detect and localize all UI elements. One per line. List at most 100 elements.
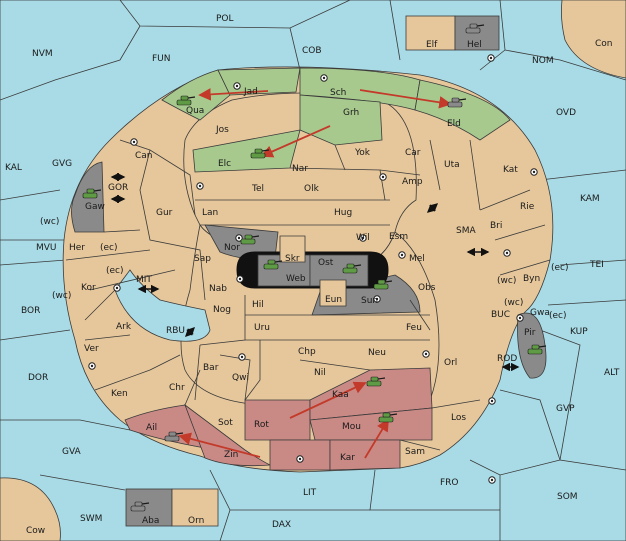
label-hil: Hil [252, 300, 264, 310]
label-sun: Sun [361, 296, 378, 306]
label-feu: Feu [406, 323, 422, 333]
label-bri: Bri [490, 221, 502, 231]
order-sch-eld [359, 89, 452, 109]
label-yok: Yok [354, 148, 371, 158]
label-rbu: RBU [166, 326, 185, 336]
label-buc: BUC [491, 310, 510, 320]
label-jos: Jos [215, 125, 229, 135]
label-con: Con [595, 39, 613, 49]
label-gwa: Gwa [530, 308, 550, 318]
label-som: SOM [557, 492, 578, 502]
territory-ost[interactable] [309, 254, 369, 287]
label-uru: Uru [254, 323, 270, 333]
label-neu: Neu [368, 348, 386, 358]
territory-kar[interactable] [269, 439, 331, 471]
label-ail: Ail [146, 423, 157, 433]
label-her-ec: (ec) [100, 243, 118, 253]
territory-eld[interactable] [414, 79, 511, 141]
label-lit: LIT [303, 488, 317, 498]
label-ver: Ver [84, 344, 99, 354]
label-mvu: MVU [36, 243, 57, 253]
label-rie: Rie [520, 202, 535, 212]
label-kal: KAL [5, 163, 22, 173]
territory-eun[interactable] [319, 279, 347, 307]
label-elc: Elc [218, 159, 231, 169]
label-aba: Aba [142, 516, 159, 526]
order-kar-mou [364, 418, 389, 459]
label-kat: Kat [503, 165, 518, 175]
label-eun: Eun [325, 295, 342, 305]
label-mel: Mel [409, 254, 425, 264]
label-byn-ec: (ec) [551, 263, 569, 273]
label-gwa-wc: (wc) [504, 298, 523, 308]
province-borders [65, 139, 551, 451]
label-qua: Qua [186, 106, 204, 116]
label-obs: Obs [418, 283, 436, 293]
label-uta: Uta [444, 160, 460, 170]
label-sam: Sam [405, 447, 425, 457]
territory-cow[interactable] [0, 477, 61, 541]
territory-elf[interactable] [405, 15, 456, 51]
label-gvg: GVG [52, 159, 72, 169]
label-nil: Nil [314, 368, 326, 378]
label-nar: Nar [292, 164, 308, 174]
label-los: Los [451, 413, 466, 423]
label-pol: POL [216, 14, 234, 24]
label-kor-ec: (ec) [106, 266, 124, 276]
label-swm: SWM [80, 514, 102, 524]
territory-skr[interactable] [279, 235, 306, 263]
label-rot: Rot [254, 420, 269, 430]
label-cow: Cow [26, 526, 45, 536]
label-orl: Orl [444, 358, 457, 368]
territory-mou[interactable] [309, 407, 433, 441]
order-rot-kaa [289, 381, 367, 419]
label-nvm: NVM [32, 49, 53, 59]
label-mit: MIT [136, 275, 152, 285]
label-gwa-ec: (ec) [549, 311, 567, 321]
label-olk: Olk [304, 184, 320, 194]
label-car: Car [405, 148, 421, 158]
label-dor: DOR [28, 373, 48, 383]
label-nom: NOM [532, 56, 554, 66]
label-chr: Chr [169, 383, 185, 393]
label-pir: Pir [524, 328, 536, 338]
label-ark: Ark [116, 322, 132, 332]
label-her-wc: (wc) [40, 217, 59, 227]
label-bar: Bar [203, 363, 219, 373]
label-grh: Grh [343, 108, 359, 118]
label-jad: Jad [243, 87, 258, 97]
label-byn: Byn [523, 274, 540, 284]
order-grh-elc [260, 125, 331, 158]
label-mou: Mou [342, 422, 361, 432]
territory-grh[interactable] [299, 94, 383, 146]
label-hug: Hug [334, 208, 352, 218]
label-nab: Nab [209, 284, 227, 294]
label-lan: Lan [202, 208, 218, 218]
label-sch: Sch [330, 88, 346, 98]
label-ost: Ost [318, 258, 334, 268]
territory-kaa[interactable] [309, 367, 433, 421]
territory-orn[interactable] [171, 488, 219, 527]
label-wil: Wil [356, 233, 370, 243]
label-kup: KUP [570, 327, 588, 337]
order-zin-ail [178, 432, 261, 458]
label-eld: Eld [447, 119, 461, 129]
label-amp: Amp [402, 177, 423, 187]
label-skr: Skr [285, 254, 300, 264]
connections [110, 172, 520, 372]
label-kar: Kar [340, 453, 355, 463]
label-orn: Orn [188, 516, 204, 526]
label-gaw: Gaw [85, 202, 105, 212]
label-gva: GVA [62, 447, 82, 457]
label-ken: Ken [111, 389, 128, 399]
label-hel: Hel [467, 40, 482, 50]
label-kor: Kor [81, 283, 96, 293]
label-zin: Zin [224, 450, 238, 460]
label-ovd: OVD [556, 108, 576, 118]
labels: POL NVM FUN COB NOM Con Elf Hel OVD KAL … [5, 14, 620, 536]
label-gur: Gur [156, 208, 173, 218]
label-qwi: Qwi [232, 373, 249, 383]
label-kaa: Kaa [332, 390, 349, 400]
territory-con[interactable] [561, 0, 626, 79]
